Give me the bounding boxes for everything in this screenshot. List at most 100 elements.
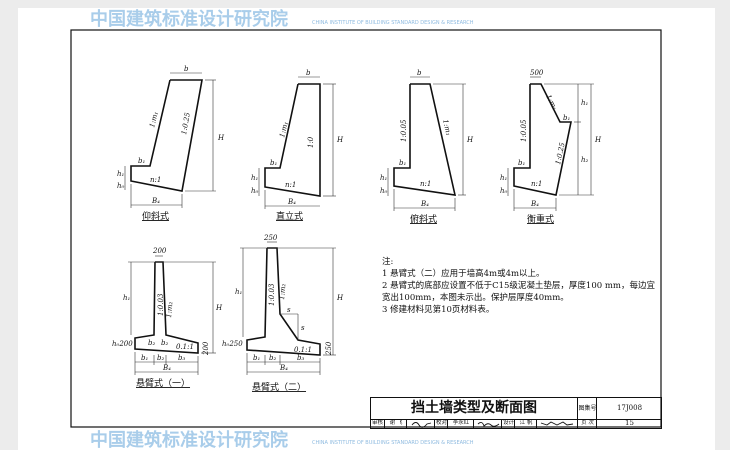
dimension-label: n:1 [285, 181, 296, 189]
figure-balance-weight: 500 1:0.05 1:m₁ 1:0.25 H h₁ h₂ b₁ b₁ h₁ … [500, 69, 602, 225]
dimension-label: 1:0 [307, 136, 315, 148]
dimension-label: H [594, 136, 602, 144]
dimension-label: 500 [530, 69, 544, 77]
atlas-label: 图集号 [577, 398, 597, 419]
dimension-label: h₁ [123, 294, 131, 302]
dimension-label: h₀ [251, 187, 259, 195]
dimension-label: B₄ [279, 364, 288, 372]
wall-section-outline [393, 83, 457, 196]
dimension-label: B₄ [420, 200, 429, 208]
dimension-label: 1:0.05 [400, 119, 408, 142]
drawing-frame [70, 29, 662, 428]
dimension-label: b₁ [270, 159, 277, 167]
dimension-label: h₀ [500, 187, 508, 195]
watermark-text: 中国建筑标准设计研究院 [90, 8, 288, 30]
dimension-label: b₁ [141, 354, 148, 362]
dimension-label: H [466, 136, 474, 144]
checker-signature [473, 419, 502, 428]
dimension-label: 250 [325, 341, 333, 356]
dimension-label: H [217, 134, 225, 142]
dimension-label: 1:m₁ [278, 121, 290, 139]
figure-caption: 仰斜式 [142, 210, 169, 222]
figure-caption: 衡重式 [527, 213, 554, 225]
dimension-label: b₂ [161, 339, 168, 347]
dimension-label: b₂ [148, 339, 155, 347]
watermark-text: 中国建筑标准设计研究院 [90, 429, 288, 450]
dimension-label: n:1 [150, 176, 161, 184]
dimension-label: n:1 [420, 180, 431, 188]
dimension-label: B₄ [287, 198, 296, 206]
dimension-label: B₄ [530, 200, 539, 208]
figure-caption: 直立式 [276, 210, 303, 222]
wall-section-outline [246, 247, 321, 356]
dimension-label: 1:m₁ [441, 119, 452, 137]
drawing-sheet [18, 8, 715, 450]
dimension-label: s [287, 306, 291, 314]
dimension-label: b [306, 69, 311, 77]
dimension-label: 1:0.05 [520, 119, 528, 142]
wall-section-outline [130, 79, 203, 192]
dimension-label: b₁ [253, 354, 260, 362]
notes: 注: 1 悬臂式（二）应用于墙高4m或4m以上。 2 悬臂式的底部应设置不低于C… [382, 256, 662, 316]
dimension-label: h₀ [117, 182, 125, 190]
note-item: 2 悬臂式的底部应设置不低于C15级泥凝土垫层，厚度100 mm，每边宜宽出10… [382, 281, 655, 303]
dimension-label: 0.1:1 [176, 343, 194, 351]
dimension-label: H [336, 294, 344, 302]
figure-overhanging: b 1:0.05 1:m₁ H b₁ h₁ h₀ n:1 B₄ 俯斜式 [380, 69, 474, 225]
wall-section-outline [264, 83, 321, 197]
dimension-label: 1:m₂ [278, 283, 287, 300]
dimension-label: 200 [202, 341, 210, 356]
dimension-label: b₃ [178, 354, 185, 362]
wall-section-outline [513, 83, 572, 196]
dimension-label: 1:m₁ [544, 93, 559, 111]
design-label: 设计 [501, 419, 514, 428]
dimension-label: h₀200 [112, 340, 133, 348]
dimension-label: 1:0.03 [268, 283, 276, 306]
dimension-label: h₀ [380, 187, 388, 195]
dimension-label: b₂ [157, 354, 164, 362]
note-item: 1 悬臂式（二）应用于墙高4m或4m以上。 [382, 269, 545, 279]
reviewer-signature [406, 419, 435, 428]
notes-title: 注: [382, 257, 394, 267]
watermark-text: CHINA INSTITUTE OF BUILDING STANDARD DES… [312, 20, 474, 26]
review-label: 审核 [371, 420, 383, 426]
dimension-label: b₁ [563, 114, 570, 122]
dimension-label: h₁ [500, 174, 508, 182]
designer-signature [536, 419, 578, 428]
dimension-label: 1:m₁ [148, 111, 160, 129]
dimension-label: h₁ [117, 170, 125, 178]
dimension-label: 200 [152, 247, 167, 255]
dimension-label: s [301, 324, 305, 332]
dimension-label: 0.1:1 [294, 346, 312, 354]
check-label: 校对 [434, 419, 447, 428]
checker: 李永红 [447, 419, 474, 428]
figure-caption: 俯斜式 [410, 213, 437, 225]
drawing-title: 挡土墙类型及断面图 [411, 400, 537, 416]
dimension-label: B₄ [162, 364, 171, 372]
figure-caption: 悬臂式（二） [252, 381, 306, 393]
dimension-label: b [184, 65, 189, 73]
dimension-label: H [336, 136, 344, 144]
watermark-text: CHINA INSTITUTE OF BUILDING STANDARD DES… [312, 440, 474, 446]
dimension-label: h₀250 [222, 340, 243, 348]
dimension-label: h₂ [581, 156, 589, 164]
dimension-label: h₁ [581, 99, 589, 107]
dimension-label: 1:0.25 [180, 111, 192, 135]
atlas-number: 17J008 [596, 398, 662, 419]
figure-cantilever-2: 250 h₁ 1:0.03 1:m₂ H s s h₀250 250 0.1:1… [222, 234, 344, 393]
title-block: 挡土墙类型及断面图 图集号 17J008 审核 谢 飞 校对 李永红 设计 江 … [370, 397, 662, 429]
dimension-label: h₁ [251, 174, 259, 182]
wall-section-outline [134, 261, 199, 354]
dimension-label: H [215, 304, 223, 312]
watermark: 中国建筑标准设计研究院 CHINA INSTITUTE OF BUILDING … [90, 8, 474, 450]
page-label: 页 次 [577, 419, 597, 428]
page-number: 15 [596, 419, 662, 428]
dimension-label: b₃ [297, 354, 304, 362]
dimension-label: 250 [263, 234, 278, 242]
dimension-label: B₄ [151, 197, 160, 205]
figure-caption: 悬臂式（一） [136, 377, 190, 389]
dimension-label: n:1 [531, 180, 542, 188]
figure-cantilever-1: 200 h₁ 1:0.03 1:m₂ H h₀200 200 0.1:1 b₂ … [112, 247, 223, 389]
note-item: 3 修建材料见第10页材料表。 [382, 305, 495, 315]
dimension-label: b₂ [269, 354, 276, 362]
